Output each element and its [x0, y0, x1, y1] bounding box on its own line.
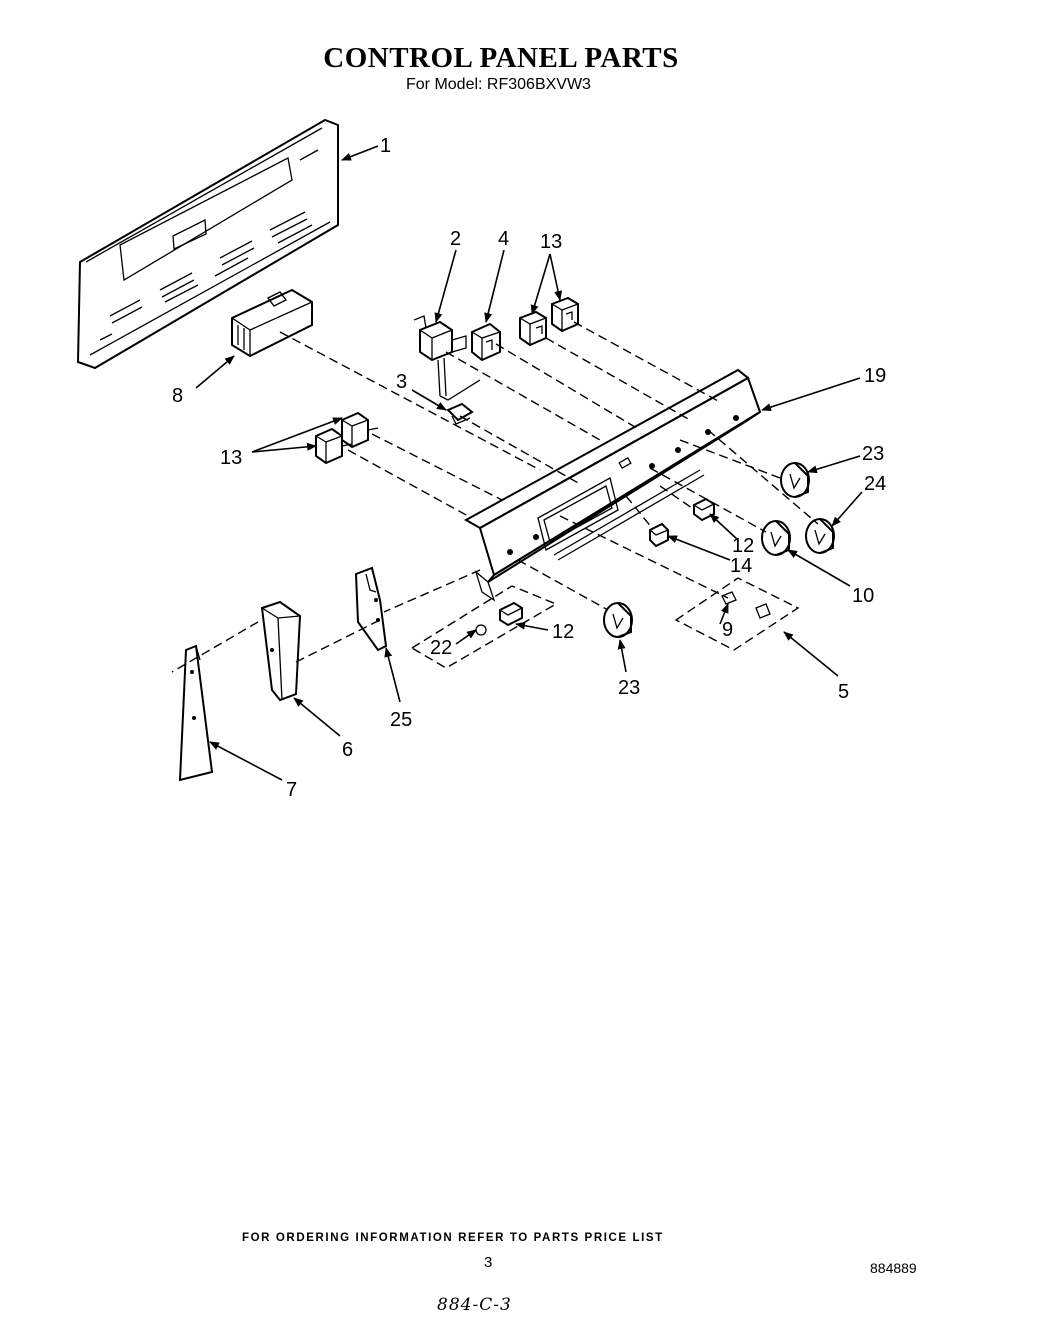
knob-part-10: [761, 520, 791, 556]
callout-12-lower: 12: [552, 621, 574, 643]
infinite-switch-upper-right-part-13: [551, 296, 579, 333]
kit-part-5: [674, 577, 800, 651]
callout-9: 9: [722, 619, 733, 641]
callout-leaders: [195, 145, 863, 781]
knob-upper-part-23: [780, 462, 810, 498]
knob-lower-part-23: [603, 602, 633, 638]
thermostat-part-2: [413, 315, 481, 401]
callout-25: 25: [390, 709, 412, 731]
indicator-light-upper-part-12: [693, 497, 715, 522]
callout-13-upper: 13: [540, 231, 562, 253]
page-title: CONTROL PANEL PARTS: [323, 42, 679, 74]
control-panel-part-19: [463, 368, 762, 602]
document-number: 884889: [870, 1260, 917, 1276]
sensor-clip-part-3: [446, 402, 474, 425]
end-cap-part-7: [178, 644, 214, 782]
callout-6: 6: [342, 739, 353, 761]
side-trim-part-6: [260, 600, 302, 702]
callout-24: 24: [864, 473, 886, 495]
callout-4: 4: [498, 228, 509, 250]
callout-10: 10: [852, 585, 874, 607]
infinite-switch-upper-left-part-13: [519, 310, 547, 347]
callout-22: 22: [430, 637, 452, 659]
back-panel-part-1: [76, 118, 339, 370]
callout-5: 5: [838, 681, 849, 703]
switch-part-4: [471, 322, 501, 362]
knob-part-24: [805, 518, 835, 554]
clock-module-part-8: [231, 288, 313, 358]
callout-8: 8: [172, 385, 183, 407]
infinite-switch-left-lower-part-13: [315, 427, 353, 465]
callout-2: 2: [450, 228, 461, 250]
model-subtitle: For Model: RF306BXVW3: [406, 76, 591, 93]
callout-19: 19: [864, 365, 886, 387]
switch-cap-part-14: [649, 522, 669, 548]
callout-7: 7: [286, 779, 297, 801]
callout-23-lower: 23: [618, 677, 640, 699]
page-number: 3: [484, 1254, 493, 1271]
assembly-lines: [171, 321, 819, 673]
bracket-part-25: [354, 566, 388, 652]
callout-23-upper: 23: [862, 443, 884, 465]
callout-3: 3: [396, 371, 407, 393]
infinite-switch-left-upper-part-13: [341, 411, 379, 449]
handwritten-note: 884-C-3: [437, 1295, 512, 1315]
callout-14: 14: [730, 555, 752, 577]
callout-12-upper: 12: [732, 535, 754, 557]
callout-1: 1: [380, 135, 391, 157]
callout-labels: 1 2 4 13 3 8 13 19 23 24 12 14 10 9 22 1…: [172, 135, 886, 801]
callout-13-left: 13: [220, 447, 242, 469]
ordering-info-note: FOR ORDERING INFORMATION REFER TO PARTS …: [242, 1232, 664, 1244]
